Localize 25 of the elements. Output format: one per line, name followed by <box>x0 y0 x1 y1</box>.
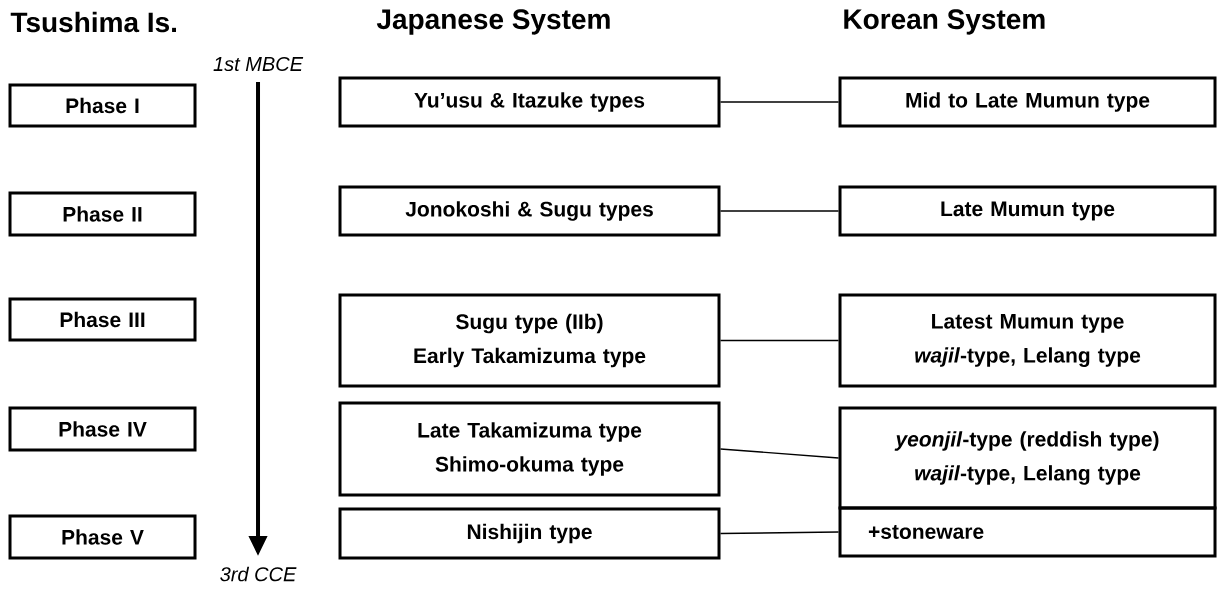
time-label: 1st MBCE <box>213 56 304 72</box>
type-box: Late Takamizuma type Shimo-okuma type <box>338 401 721 497</box>
connector-line <box>719 101 840 103</box>
connector-line <box>719 531 840 535</box>
connector-line <box>719 339 840 342</box>
column-heading: Tsushima Is. <box>10 11 176 33</box>
phase-box: Phase III <box>8 297 197 342</box>
type-box: Yu’usu & Itazuke types <box>338 76 721 128</box>
phase-box: Phase II <box>8 191 197 237</box>
type-box: yeonjil-type (reddish type) wajil-type, Lelang type <box>838 406 1217 510</box>
phase-box: Phase V <box>8 514 197 560</box>
type-box: Mid to Late Mumun type <box>838 76 1217 128</box>
connector-line <box>719 210 840 212</box>
type-box: +stoneware <box>838 506 1217 558</box>
type-box: Nishijin type <box>338 507 721 560</box>
column-heading: Japanese System <box>376 9 610 35</box>
type-box: Latest Mumun type wajil-type, Lelang type <box>838 293 1217 388</box>
phase-box: Phase I <box>8 83 197 128</box>
time-label: 3rd CCE <box>220 566 297 582</box>
type-box: Sugu type (IIb) Early Takamizuma type <box>338 293 721 388</box>
type-box: Late Mumun type <box>838 185 1217 237</box>
connector-line <box>719 448 840 459</box>
phase-box: Phase IV <box>8 406 197 452</box>
type-box: Jonokoshi & Sugu types <box>338 185 721 237</box>
column-heading: Korean System <box>844 9 1045 35</box>
